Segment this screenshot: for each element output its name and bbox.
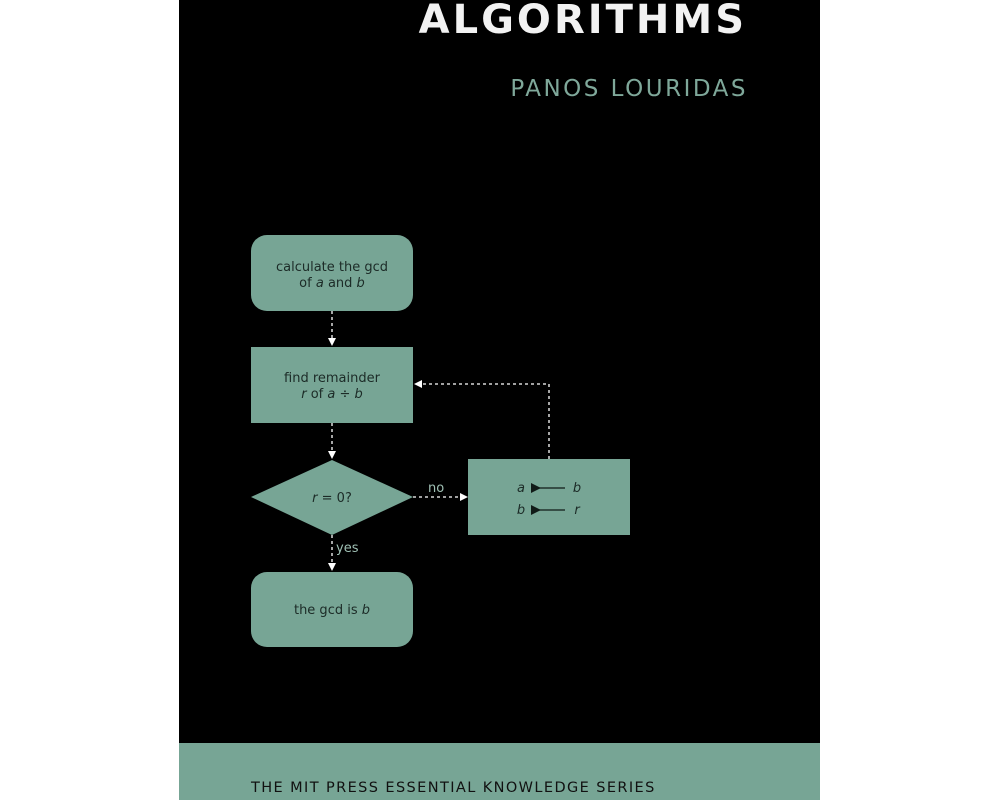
flow-connectors <box>328 311 550 571</box>
update-row2-right: r <box>574 503 581 518</box>
node-process-line2: r of a ÷ b <box>301 387 363 402</box>
book-title: ALGORITHMS <box>418 0 747 43</box>
edge-label-yes: yes <box>336 541 359 556</box>
edge-label-no: no <box>428 481 444 496</box>
book-cover: ALGORITHMS PANOS LOURIDAS calculate the … <box>179 0 820 800</box>
node-start-line1: calculate the gcd <box>276 260 388 275</box>
node-decision-label: r = 0? <box>312 491 352 506</box>
update-row1-right: b <box>573 481 581 496</box>
series-band: THE MIT PRESS ESSENTIAL KNOWLEDGE SERIES <box>179 743 820 800</box>
series-name: THE MIT PRESS ESSENTIAL KNOWLEDGE SERIES <box>251 780 656 796</box>
node-update: a b b r <box>468 459 630 535</box>
arrow-update-loop <box>414 380 550 459</box>
node-start-line2: of a and b <box>299 276 365 291</box>
node-end: the gcd is b <box>251 572 413 647</box>
node-end-label: the gcd is b <box>294 603 370 618</box>
node-process-line1: find remainder <box>284 371 381 386</box>
node-start: calculate the gcd of a and b <box>251 235 413 311</box>
node-find-remainder: find remainder r of a ÷ b <box>251 347 413 423</box>
author-name: PANOS LOURIDAS <box>510 76 748 102</box>
node-decision: r = 0? <box>251 460 413 535</box>
gcd-flowchart: calculate the gcd of a and b find remain… <box>251 235 630 647</box>
update-row2-left: b <box>517 503 525 518</box>
update-row1-left: a <box>517 481 525 496</box>
